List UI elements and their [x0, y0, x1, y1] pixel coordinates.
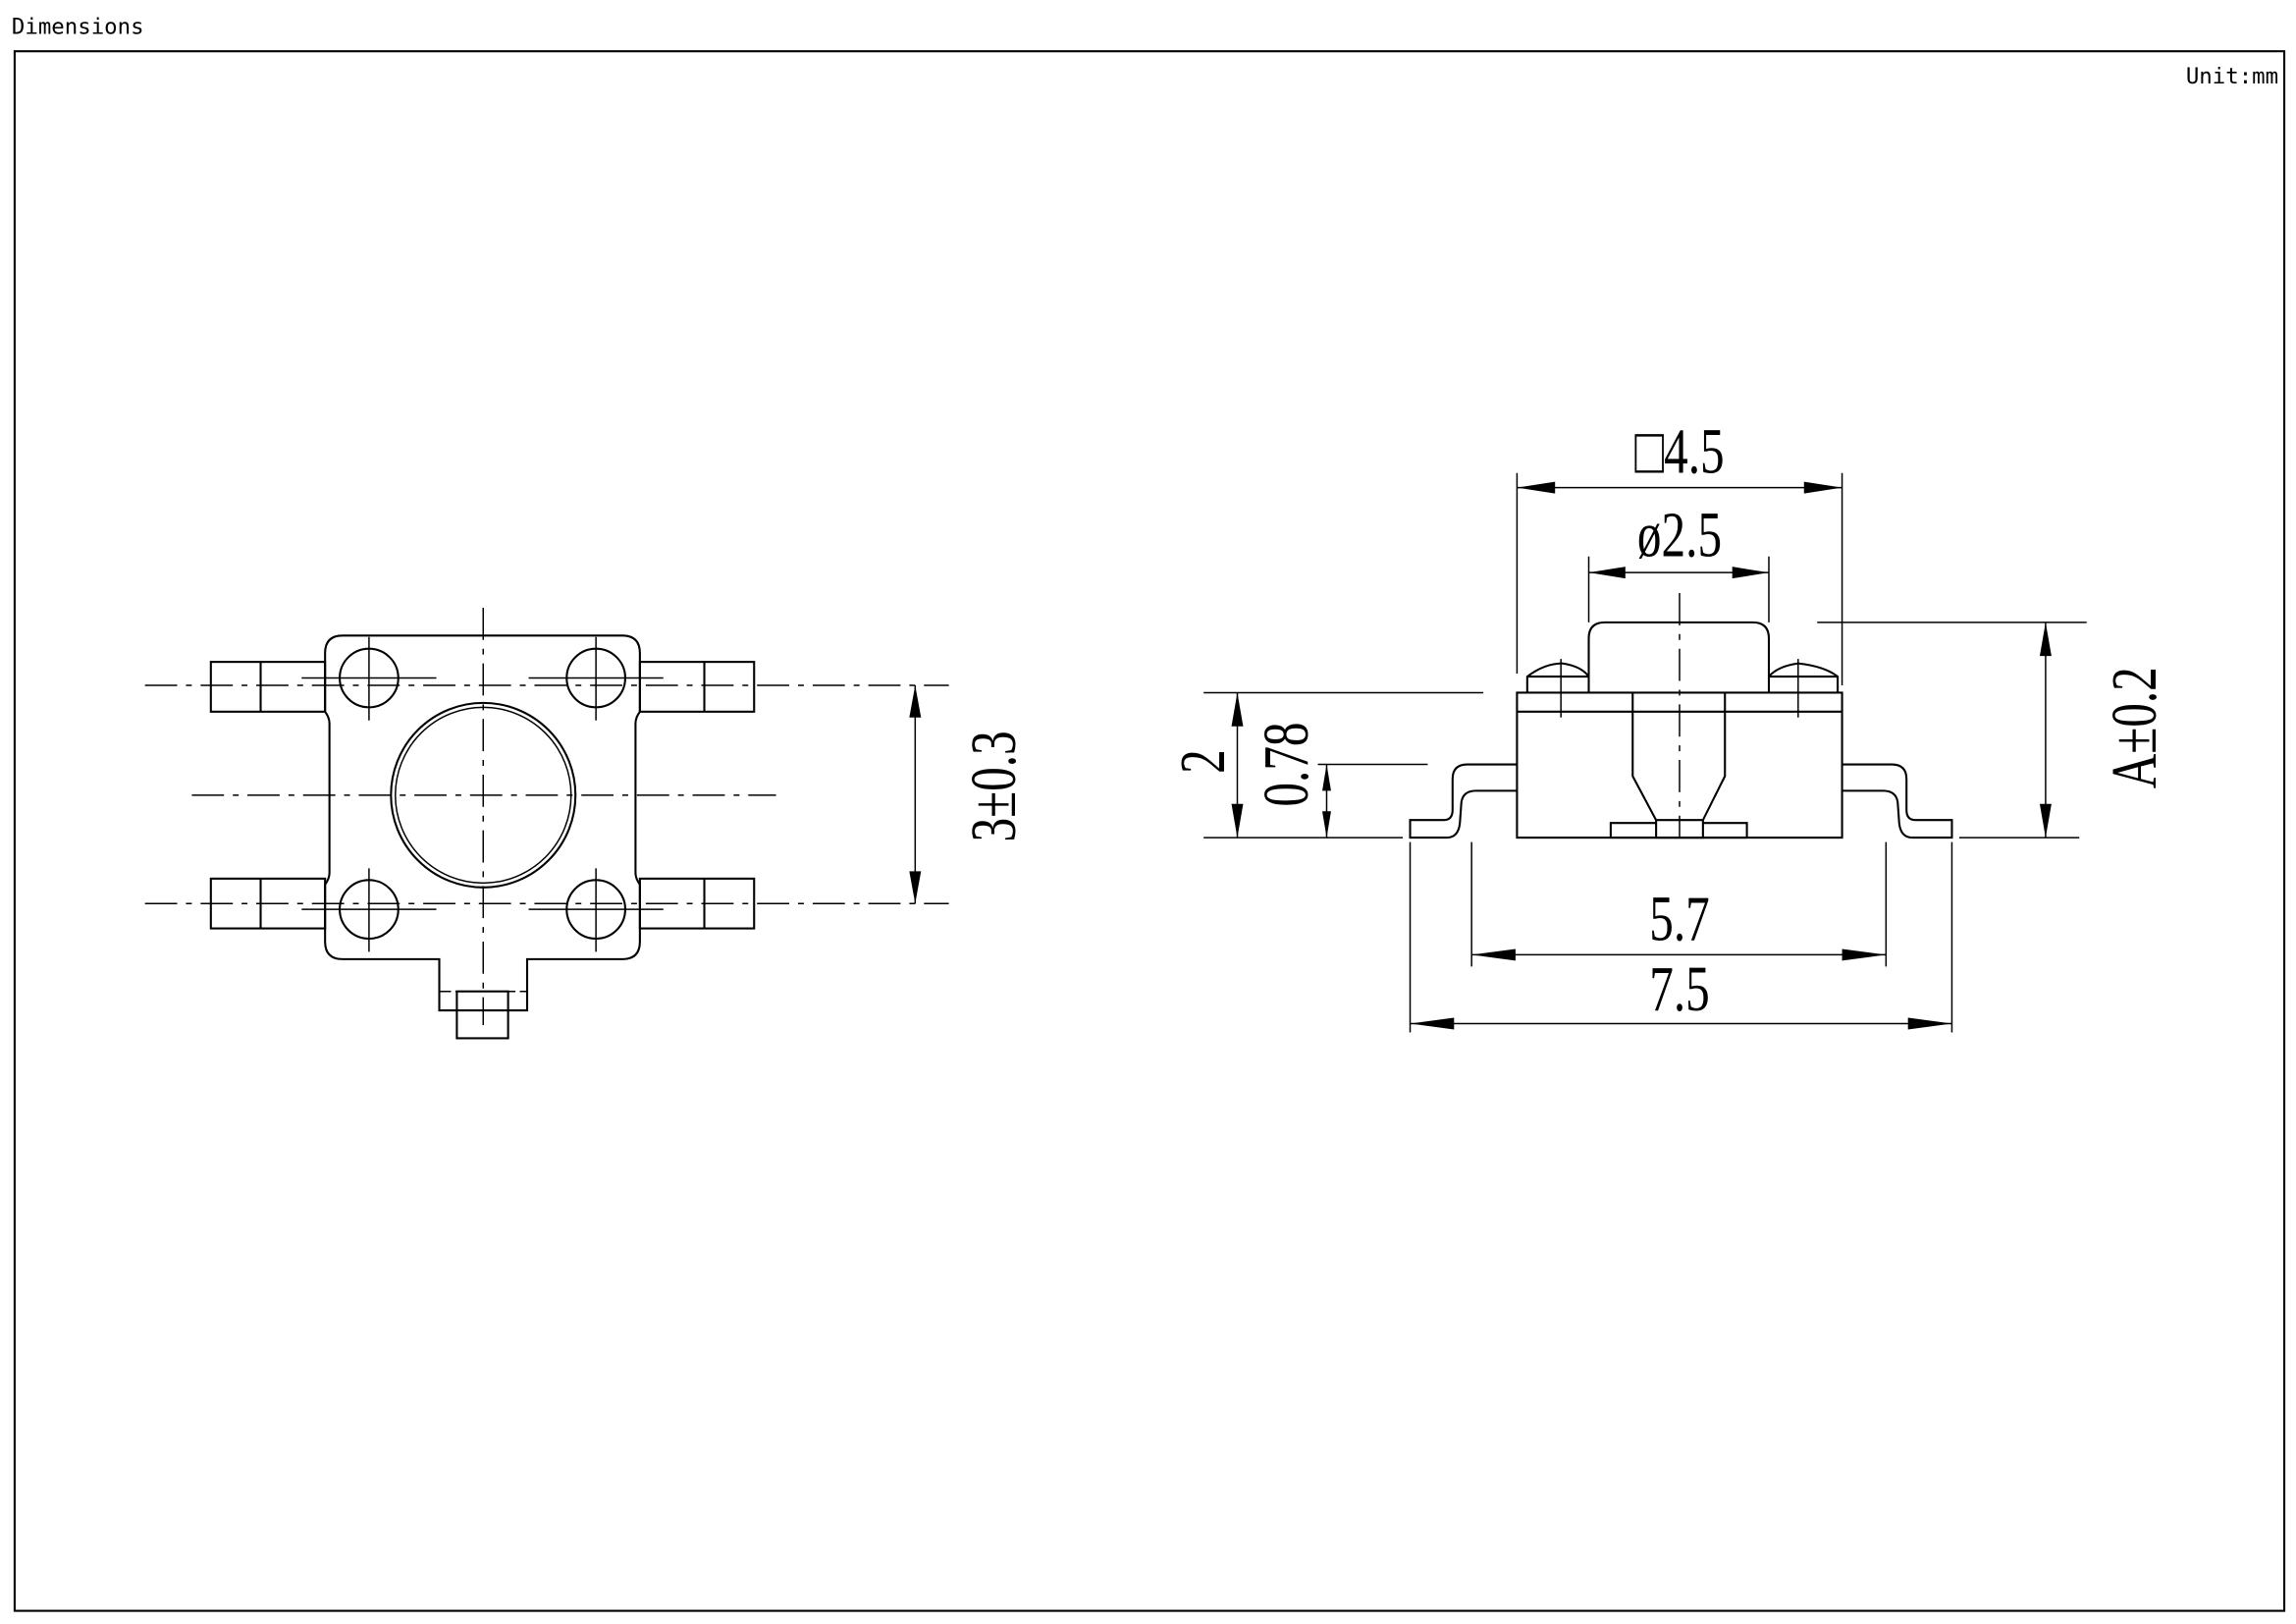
dim-lead: 0.78: [1250, 722, 1428, 839]
dim-body: □4.5: [1516, 415, 1843, 685]
bottom-notch: [1609, 822, 1748, 839]
unit-label: Unit:mm: [2186, 64, 2278, 89]
drawing-frame: [13, 50, 2286, 1612]
dim-height: A±0.2: [1817, 622, 2170, 839]
dim-inner-label: 5.7: [1649, 883, 1710, 955]
domes: [1525, 662, 1840, 693]
dim-plunger-label: ø2.5: [1637, 499, 1722, 571]
lead-right: [1842, 763, 1953, 839]
dim-outer-label: 7.5: [1649, 952, 1710, 1025]
dim-base-label: 2: [1166, 749, 1239, 774]
mounting-holes: [301, 636, 664, 952]
dim-pitch: 3±0.3: [909, 684, 1030, 904]
dim-outer: 7.5: [1409, 841, 1953, 1033]
dim-base: 2: [1166, 691, 1484, 839]
centerlines: [144, 607, 949, 1026]
dim-plunger: ø2.5: [1587, 499, 1770, 623]
sheet-title: Dimensions: [12, 14, 144, 39]
dim-lead-label: 0.78: [1250, 722, 1322, 806]
lead-left: [1409, 763, 1518, 839]
dim-body-label: □4.5: [1634, 415, 1724, 488]
side-view: □4.5 ø2.5 A±0.2 2 0.78 5.7: [1166, 415, 2170, 1033]
dim-pitch-label: 3±0.3: [957, 731, 1030, 841]
dim-height-label: A±0.2: [2098, 667, 2170, 788]
top-view: 3±0.3: [144, 607, 1030, 1040]
dim-inner: 5.7: [1470, 841, 1888, 967]
switch-body-outline: [324, 634, 641, 1012]
